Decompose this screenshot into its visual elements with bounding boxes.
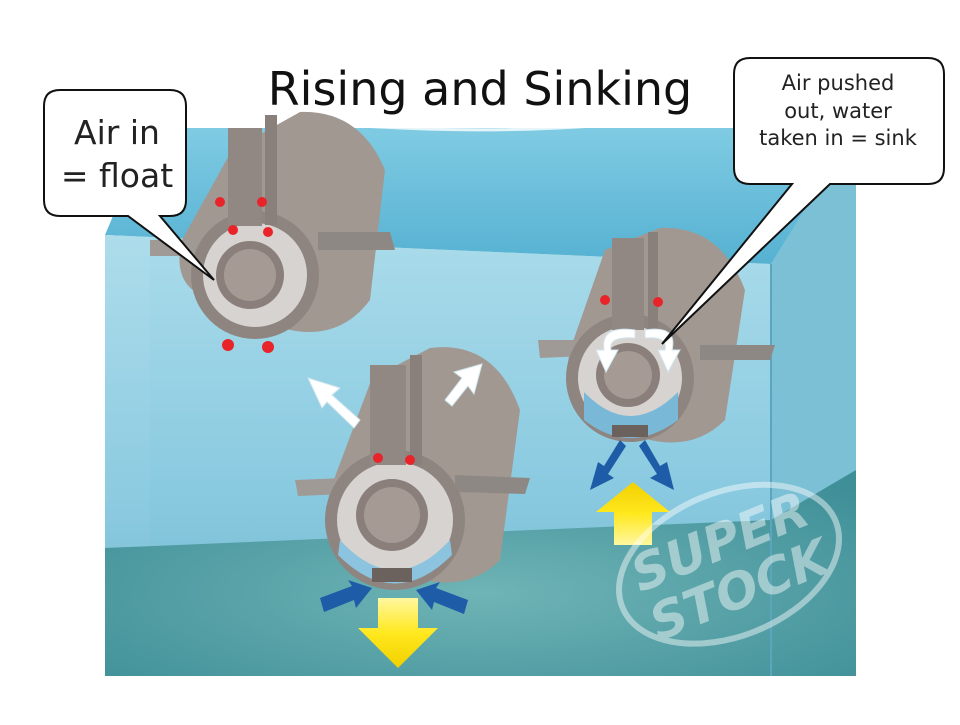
inner-pressure-hull-core	[604, 351, 652, 399]
callout-left-bubble	[43, 89, 215, 281]
water-arrow-out-right	[639, 440, 674, 490]
valve-red	[222, 339, 234, 351]
submarine-rising	[295, 347, 530, 590]
conning-tower	[370, 365, 406, 465]
air-arrow-right-curve	[644, 328, 681, 374]
fin-right	[318, 232, 395, 250]
fin-right	[455, 475, 530, 494]
inner-pressure-hull-core	[224, 249, 276, 301]
valve-red	[263, 227, 273, 237]
valve-red	[600, 295, 610, 305]
water-arrow-in-left	[320, 580, 372, 612]
conning-tower	[228, 128, 262, 226]
conning-tower	[612, 238, 644, 330]
callout-right-text: Air pushed out, water taken in = sink	[740, 70, 936, 153]
callout-right-line: out, water	[784, 98, 892, 123]
air-arrow-up-left	[307, 377, 361, 429]
air-arrows	[307, 328, 681, 429]
air-arrow-left-curve	[595, 328, 636, 374]
submarine-floating	[150, 111, 395, 353]
intake-port	[372, 568, 412, 582]
valve-red	[228, 225, 238, 235]
watermark-badge	[616, 481, 843, 647]
water-arrow-in-right	[416, 582, 468, 614]
slide-title: Rising and Sinking	[267, 62, 693, 116]
yellow-arrow-down	[358, 598, 438, 668]
ballast-water	[338, 540, 452, 584]
callout-right-line: Air pushed	[781, 71, 895, 95]
intake-port	[612, 425, 648, 437]
fin-right	[700, 345, 775, 360]
callout-right-line: taken in = sink	[759, 126, 917, 151]
water-arrow-out-left	[590, 440, 626, 490]
callout-right-bubble	[661, 57, 945, 345]
callout-left-text: Air in = float	[52, 112, 182, 198]
callout-left-line: Air in	[74, 113, 160, 152]
snorkel	[648, 232, 658, 328]
valve-red	[653, 297, 663, 307]
water-arrows	[320, 440, 674, 614]
valve-red	[373, 453, 383, 463]
yellow-arrow-up	[596, 482, 670, 545]
valve-red	[215, 197, 225, 207]
snorkel	[265, 115, 277, 225]
air-arrow-up-right	[444, 363, 483, 407]
callout-left-line: = float	[60, 155, 174, 195]
ballast-water	[584, 392, 678, 438]
valve-red	[405, 455, 415, 465]
snorkel	[410, 355, 422, 465]
inner-pressure-hull-core	[364, 487, 420, 543]
valve-red	[262, 341, 274, 353]
valve-red	[257, 197, 267, 207]
